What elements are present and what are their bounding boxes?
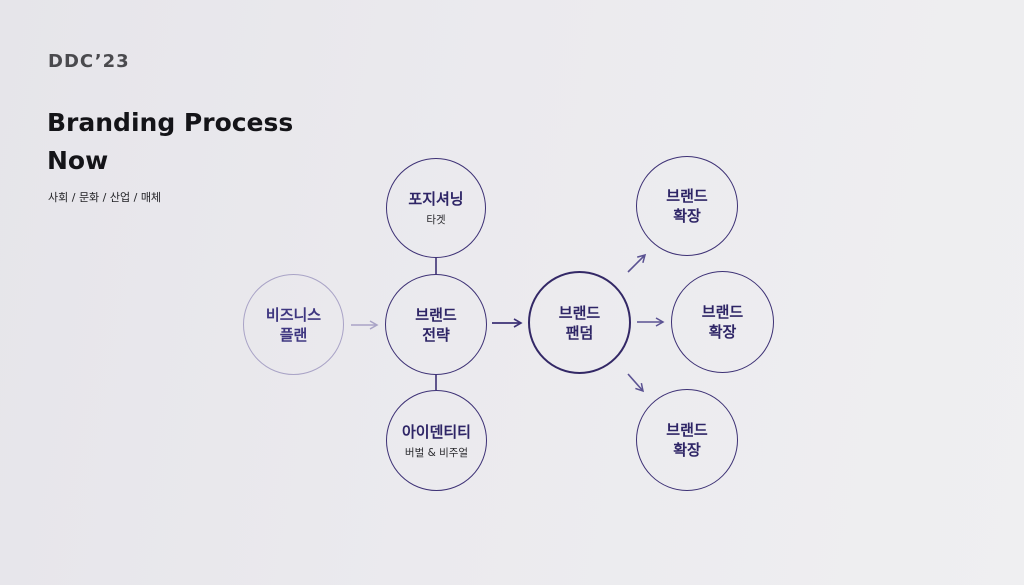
slide-subtitle: 사회 / 문화 / 산업 / 매체	[48, 191, 162, 204]
node-brand-expansion-top-label: 브랜드 확장	[666, 187, 708, 225]
node-positioning-label: 포지셔닝	[408, 190, 464, 208]
arrow-fandom-to-expansion-top	[627, 253, 647, 273]
node-brand-fandom: 브랜드 팬덤	[528, 271, 631, 374]
node-brand-expansion-top: 브랜드 확장	[636, 156, 738, 256]
node-identity-label: 아이덴티티	[401, 422, 471, 441]
node-brand-expansion-mid: 브랜드 확장	[671, 271, 774, 373]
node-business-plan: 비즈니스 플랜	[243, 274, 344, 375]
node-brand-expansion-mid-label: 브랜드 확장	[701, 303, 744, 341]
node-business-plan-label: 비즈니스 플랜	[265, 305, 322, 344]
node-brand-strategy-label: 브랜드 전략	[415, 305, 457, 344]
node-positioning-sublabel: 타겟	[426, 214, 446, 226]
ddc23-logo: DDC’23	[48, 51, 130, 72]
node-brand-expansion-bottom-label: 브랜드 확장	[666, 421, 708, 459]
node-identity: 아이덴티티 버벌 & 비주얼	[386, 390, 487, 491]
node-brand-strategy: 브랜드 전략	[385, 274, 487, 375]
node-identity-sublabel: 버벌 & 비주얼	[404, 446, 469, 459]
node-brand-expansion-bottom: 브랜드 확장	[636, 389, 738, 491]
node-brand-fandom-label: 브랜드 팬덤	[558, 303, 601, 342]
slide-title-line-1: Branding Process	[47, 108, 294, 137]
arrow-fandom-to-expansion-bottom	[627, 373, 645, 393]
node-positioning: 포지셔닝 타겟	[386, 158, 486, 258]
slide-title-line-2: Now	[47, 146, 109, 175]
slide-title: Branding Process Now	[47, 104, 293, 180]
